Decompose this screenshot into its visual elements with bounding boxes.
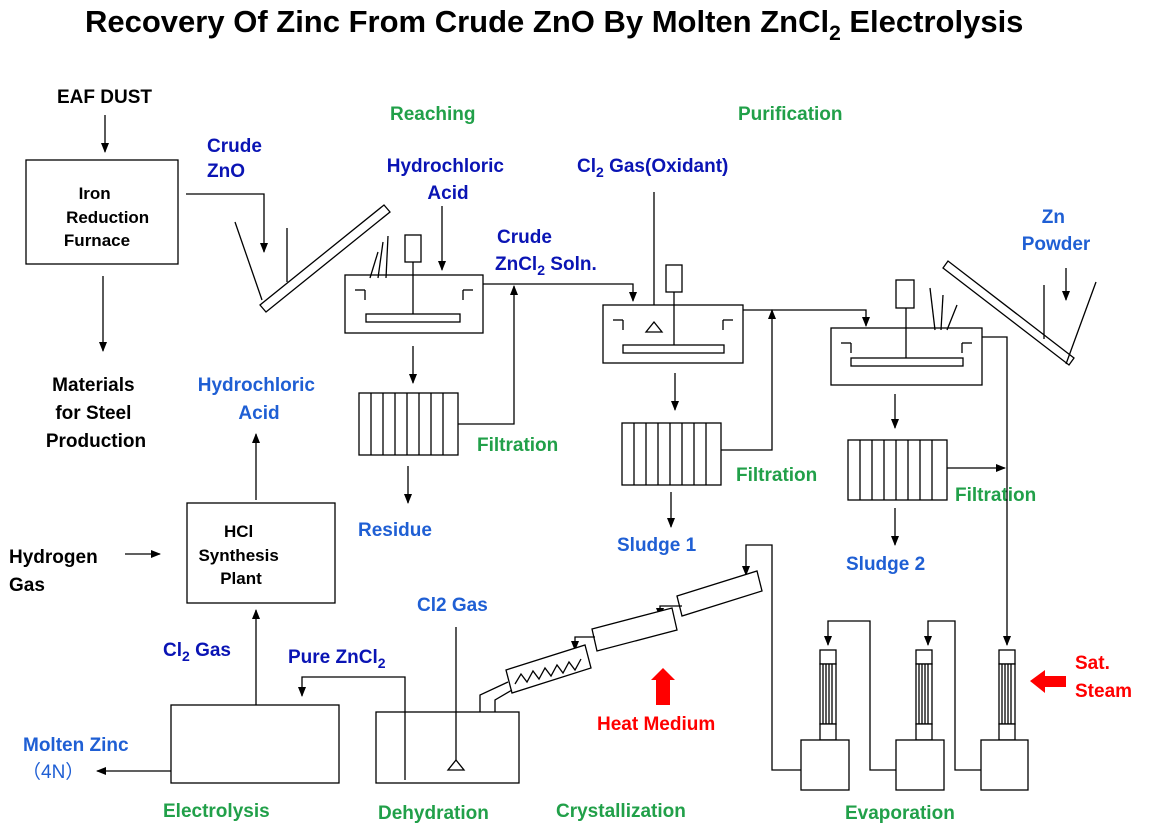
- hcl-plant-label: HCl Synthesis Plant: [198, 522, 283, 588]
- filtration-1-label: Filtration: [477, 435, 558, 456]
- evaporation-label: Evaporation: [845, 803, 955, 824]
- sludge-1-label: Sludge 1: [617, 535, 697, 556]
- chute-side: [1065, 281, 1097, 365]
- heat-arrow-icon: [651, 668, 675, 705]
- crystallization-label: Crystallization: [556, 801, 686, 822]
- pure-zncl2-label: Pure ZnCl2: [288, 647, 386, 671]
- cl2-oxidant-label: Cl2 Gas(Oxidant): [577, 156, 728, 180]
- steam-arrow-icon: [1030, 670, 1066, 693]
- cl2-gas-left-label: Cl2 Gas: [163, 640, 231, 664]
- filter-press-2: [621, 422, 722, 486]
- filtration-2-label: Filtration: [736, 465, 817, 486]
- filtration-3-label: Filtration: [955, 485, 1036, 506]
- crude-zncl2-label: Crude ZnCl2 Soln.: [495, 227, 597, 278]
- electrolysis-label: Electrolysis: [163, 801, 270, 822]
- arrow-icon: [743, 309, 870, 327]
- crude-zno-label: Crude ZnO: [207, 136, 267, 182]
- dehydration-tank: [375, 627, 520, 784]
- hcl-synthesis-plant-box: [186, 502, 336, 604]
- purification-section-label: Purification: [738, 104, 843, 125]
- arrow-icon: [186, 193, 268, 253]
- eaf-dust-label: EAF DUST: [57, 87, 152, 108]
- filter-press-1: [358, 392, 459, 456]
- cl2-gas-mid-label: Cl2 Gas: [417, 595, 488, 616]
- purification-tank-1: [602, 264, 744, 364]
- arrow-icon: [824, 620, 896, 771]
- arrow-icon: [982, 336, 1011, 646]
- arrow-icon: [721, 309, 776, 451]
- diagram-title: Recovery Of Zinc From Crude ZnO By Molte…: [85, 4, 1023, 45]
- arrow-icon: [924, 620, 981, 771]
- crystallizer-outlet: [494, 689, 513, 712]
- dehydration-label: Dehydration: [378, 803, 489, 824]
- hydrochloric-acid-left-label: Hydrochloric Acid: [198, 375, 320, 424]
- arrow-icon: [571, 636, 595, 651]
- evaporator-2: [895, 649, 945, 791]
- evaporator-3: [980, 649, 1029, 791]
- sludge-2-label: Sludge 2: [846, 554, 925, 575]
- chute-side: [234, 221, 263, 301]
- materials-for-steel-label: Materials for Steel Production: [46, 375, 146, 452]
- reaching-section-label: Reaching: [390, 104, 476, 125]
- filter-press-3: [847, 439, 948, 501]
- zn-powder-label: Zn Powder: [1022, 207, 1091, 255]
- electrolysis-cell: [170, 704, 340, 784]
- hydrogen-gas-label: Hydrogen Gas: [9, 547, 103, 596]
- arrow-icon: [742, 544, 801, 771]
- furnace-label: Iron Reduction Furnace: [64, 184, 154, 250]
- iron-reduction-furnace-box: [25, 159, 179, 265]
- crystallizer-unit-3: [505, 644, 592, 694]
- hydrochloric-acid-top-label: Hydrochloric Acid: [387, 156, 509, 204]
- molten-zinc-label: Molten Zinc （4N）: [22, 735, 134, 783]
- arrow-icon: [298, 676, 406, 780]
- leaching-tank: [344, 234, 484, 334]
- arrow-icon: [483, 283, 637, 302]
- evaporator-1: [800, 649, 850, 791]
- inclined-conveyor-zn: [942, 260, 1075, 366]
- sat-steam-label: Sat. Steam: [1075, 653, 1132, 702]
- heat-medium-label: Heat Medium: [597, 714, 715, 735]
- residue-label: Residue: [358, 520, 432, 541]
- inclined-conveyor: [259, 204, 391, 313]
- crystallizer-unit-1: [676, 570, 763, 617]
- arrow-icon: [458, 285, 518, 425]
- crystallizer-unit-2: [591, 607, 678, 652]
- crystallizer-outlet: [479, 681, 509, 712]
- purification-tank-2: [830, 279, 983, 386]
